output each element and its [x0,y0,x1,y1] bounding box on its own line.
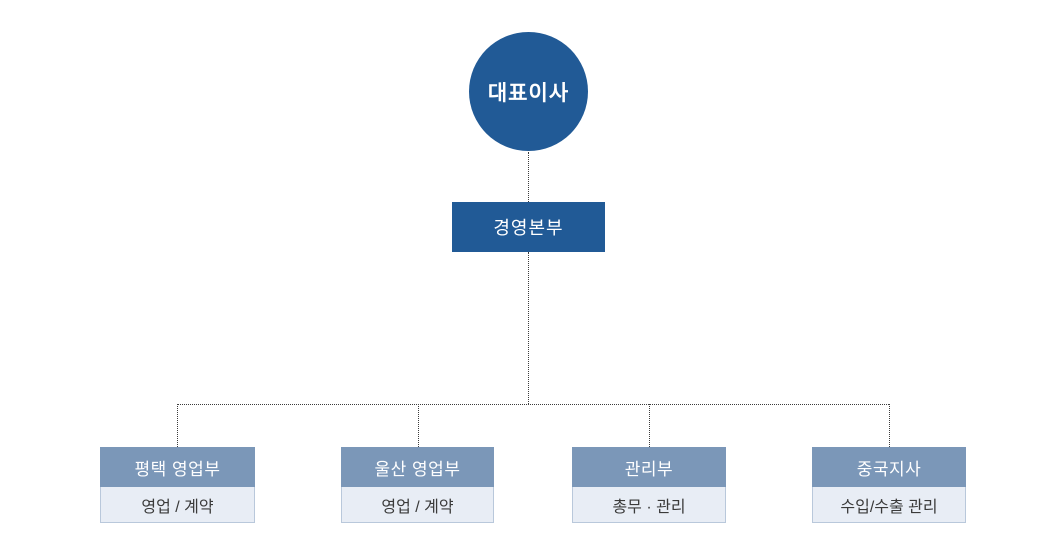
dept-detail: 영업 / 계약 [341,487,494,523]
connector-hq-to-bus [528,252,529,404]
org-node-ceo: 대표이사 [469,32,588,151]
org-node-headquarters: 경영본부 [452,202,605,252]
org-node-dept-pyeongtaek: 평택 영업부 영업 / 계약 [100,447,255,523]
org-node-dept-ulsan: 울산 영업부 영업 / 계약 [341,447,494,523]
connector-stub-dept-1 [177,404,178,447]
org-node-headquarters-label: 경영본부 [493,218,564,238]
dept-detail: 수입/수출 관리 [812,487,966,523]
connector-stub-dept-2 [418,404,419,447]
dept-detail: 총무 · 관리 [572,487,726,523]
connector-bus-horizontal [177,404,889,405]
dept-title: 관리부 [572,447,726,487]
org-node-ceo-label: 대표이사 [487,81,570,105]
connector-stub-dept-3 [649,404,650,447]
org-node-dept-china: 중국지사 수입/수출 관리 [812,447,966,523]
org-node-dept-admin: 관리부 총무 · 관리 [572,447,726,523]
connector-ceo-to-hq [528,152,529,202]
dept-title: 평택 영업부 [100,447,255,487]
dept-title: 중국지사 [812,447,966,487]
dept-detail: 영업 / 계약 [100,487,255,523]
connector-stub-dept-4 [889,404,890,447]
dept-title: 울산 영업부 [341,447,494,487]
